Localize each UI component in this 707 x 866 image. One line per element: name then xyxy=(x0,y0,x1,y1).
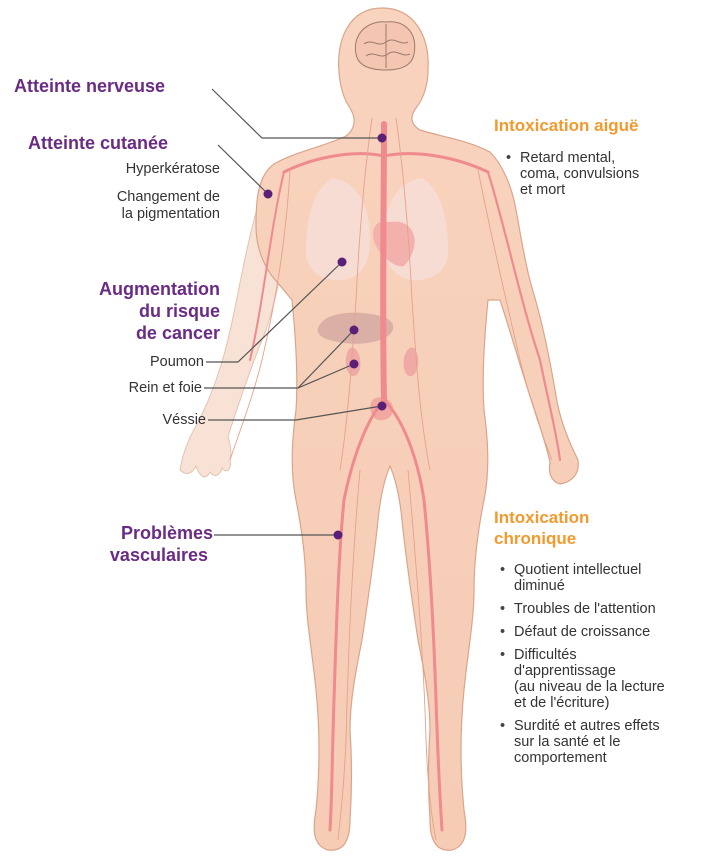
chronic-item: Troubles de l'attention xyxy=(498,601,665,617)
chronic-item: Surdité et autres effets sur la santé et… xyxy=(498,718,665,766)
chronic-item: Défaut de croissance xyxy=(498,624,665,640)
label-poumon: Poumon xyxy=(150,354,204,371)
chronic-title-2: chronique xyxy=(494,529,576,549)
label-problemes: Problèmes xyxy=(121,523,213,544)
chronic-title-1: Intoxication xyxy=(494,508,589,528)
label-cancer-2: du risque xyxy=(139,301,220,322)
label-pigmentation-1: Changement de xyxy=(117,189,220,206)
acute-list: Retard mental, coma, convulsions et mort xyxy=(504,150,639,205)
chronic-list: Quotient intellectuel diminué Troubles d… xyxy=(498,562,665,773)
label-cancer-1: Augmentation xyxy=(99,279,220,300)
label-rein-et-foie: Rein et foie xyxy=(129,380,202,397)
label-atteinte-cutanee: Atteinte cutanée xyxy=(28,133,168,154)
acute-title: Intoxication aiguë xyxy=(494,116,639,136)
label-hyperkeratose: Hyperkératose xyxy=(126,161,220,178)
label-pigmentation-2: la pigmentation xyxy=(122,206,220,223)
brain xyxy=(355,22,414,70)
label-cancer-3: de cancer xyxy=(136,323,220,344)
chronic-item: Quotient intellectuel diminué xyxy=(498,562,665,594)
chronic-item: Difficultés d'apprentissage (au niveau d… xyxy=(498,647,665,711)
label-atteinte-nerveuse: Atteinte nerveuse xyxy=(14,76,165,97)
label-vessie: Véssie xyxy=(162,412,206,429)
acute-item: Retard mental, coma, convulsions et mort xyxy=(504,150,639,198)
label-vasculaires: vasculaires xyxy=(110,545,208,566)
